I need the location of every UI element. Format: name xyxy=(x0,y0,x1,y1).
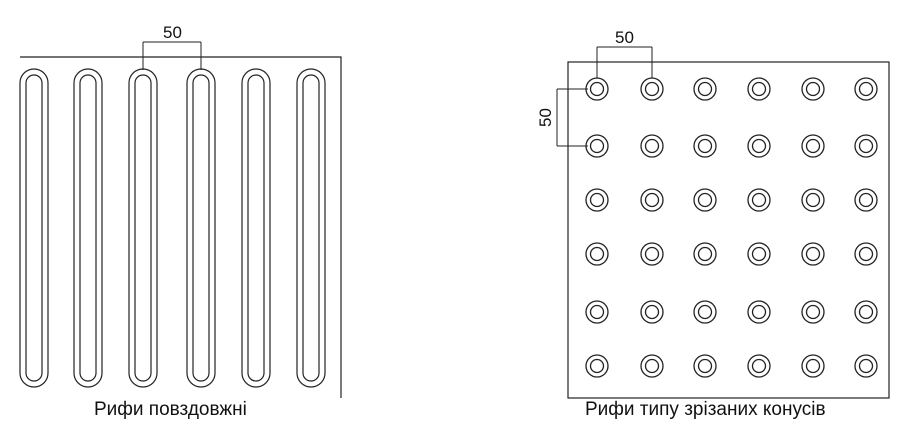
cone xyxy=(854,134,878,158)
cone xyxy=(693,134,717,158)
rib xyxy=(186,68,216,388)
right-dimension-vertical-label: 50 xyxy=(536,108,555,127)
cone xyxy=(693,77,717,101)
cone xyxy=(747,188,771,212)
right-dimension-horizontal-label: 50 xyxy=(615,28,634,47)
cone xyxy=(747,242,771,266)
right-caption: Рифи типу зрізаних конусів xyxy=(585,399,826,420)
cone xyxy=(854,354,878,378)
left-caption: Рифи повздовжні xyxy=(94,399,247,420)
cone xyxy=(693,300,717,324)
truncated-cones-tile: 50 50 xyxy=(536,28,890,399)
rib xyxy=(241,68,271,388)
cone xyxy=(854,300,878,324)
cone xyxy=(640,188,664,212)
cone xyxy=(585,300,609,324)
left-tile-outline xyxy=(20,56,342,398)
cone xyxy=(747,77,771,101)
cone xyxy=(801,134,825,158)
cone xyxy=(693,354,717,378)
cone xyxy=(801,354,825,378)
cone xyxy=(854,242,878,266)
cone xyxy=(585,134,609,158)
cone xyxy=(854,77,878,101)
cone xyxy=(801,300,825,324)
rib-group xyxy=(19,68,326,388)
cone xyxy=(693,242,717,266)
rib xyxy=(128,68,158,388)
cone xyxy=(747,300,771,324)
longitudinal-ribs-tile: 50 xyxy=(19,23,342,398)
rib xyxy=(19,68,49,388)
cone xyxy=(747,354,771,378)
cone xyxy=(640,354,664,378)
rib xyxy=(296,68,326,388)
cone xyxy=(693,188,717,212)
left-dimension-label: 50 xyxy=(163,23,182,42)
cone xyxy=(585,77,609,101)
cone-group xyxy=(585,77,878,378)
cone xyxy=(801,242,825,266)
cone xyxy=(747,134,771,158)
right-dimension-horizontal xyxy=(596,46,653,78)
rib xyxy=(73,68,103,388)
cone xyxy=(640,77,664,101)
cone xyxy=(640,134,664,158)
cone xyxy=(801,188,825,212)
cone xyxy=(854,188,878,212)
right-dimension-vertical xyxy=(556,88,588,147)
left-dimension xyxy=(142,41,202,70)
cone xyxy=(585,354,609,378)
right-tile-outline xyxy=(567,61,890,399)
cone xyxy=(585,242,609,266)
cone xyxy=(801,77,825,101)
cone xyxy=(640,242,664,266)
cone xyxy=(585,188,609,212)
cone xyxy=(640,300,664,324)
